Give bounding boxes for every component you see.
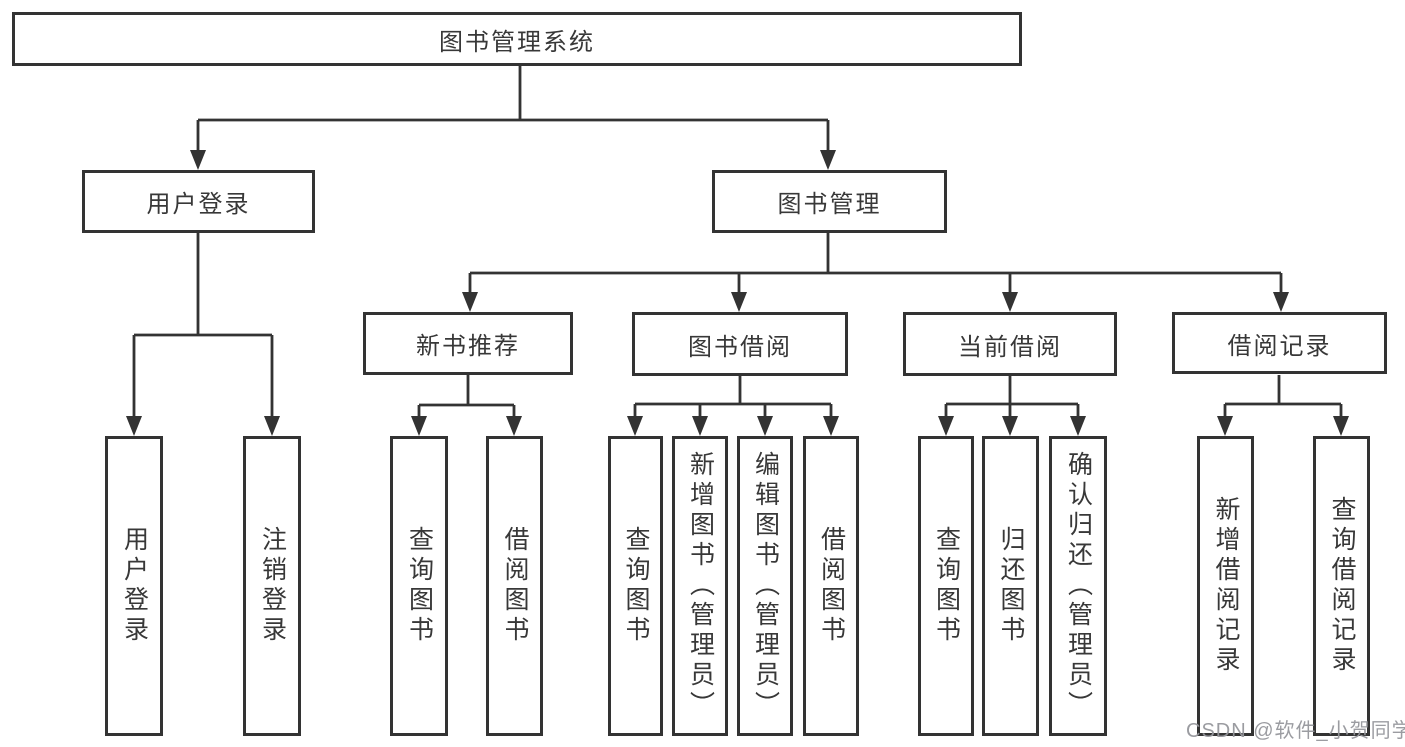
leaf-borrow-books: 借阅图书 bbox=[803, 436, 859, 736]
leaf-borrow-books-recommend: 借阅图书 bbox=[486, 436, 543, 736]
node-book-management: 图书管理 bbox=[712, 170, 947, 233]
node-root-library-system: 图书管理系统 bbox=[12, 12, 1022, 66]
leaf-user-login: 用户登录 bbox=[105, 436, 163, 736]
leaf-edit-books-admin: 编辑图书（管理员） bbox=[737, 436, 793, 736]
leaf-confirm-return-admin: 确认归还（管理员） bbox=[1049, 436, 1107, 736]
leaf-query-borrow-record: 查询借阅记录 bbox=[1313, 436, 1370, 736]
leaf-query-books-borrow: 查询图书 bbox=[608, 436, 663, 736]
node-current-borrow: 当前借阅 bbox=[903, 312, 1117, 376]
leaf-return-books: 归还图书 bbox=[982, 436, 1039, 736]
node-user-login: 用户登录 bbox=[82, 170, 315, 233]
leaf-add-borrow-record: 新增借阅记录 bbox=[1197, 436, 1254, 736]
leaf-query-books-current: 查询图书 bbox=[918, 436, 974, 736]
node-new-book-recommend: 新书推荐 bbox=[363, 312, 573, 375]
leaf-query-books-recommend: 查询图书 bbox=[390, 436, 448, 736]
node-borrow-records: 借阅记录 bbox=[1172, 312, 1387, 374]
csdn-watermark: CSDN @软件_小贺同学 bbox=[1186, 720, 1405, 742]
leaf-logout: 注销登录 bbox=[243, 436, 301, 736]
node-book-borrow: 图书借阅 bbox=[632, 312, 848, 376]
leaf-add-books-admin: 新增图书（管理员） bbox=[672, 436, 728, 736]
